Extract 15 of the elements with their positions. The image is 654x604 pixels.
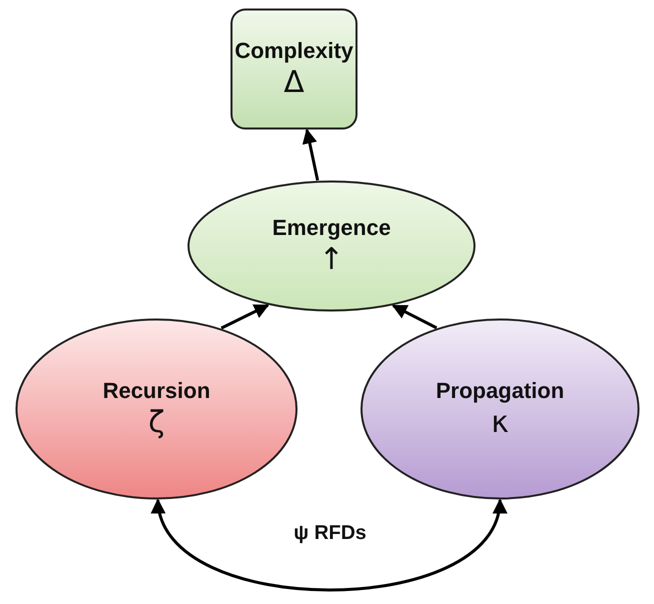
node-title: Emergence (272, 214, 391, 241)
node-title: Complexity (234, 36, 354, 64)
process-box (230, 8, 358, 130)
symbol-text: Δ (284, 64, 304, 102)
arrow (302, 128, 320, 181)
symbol-text: ↑ (318, 241, 344, 278)
process-ellipse (15, 318, 298, 500)
node-title: Propagation (436, 376, 564, 404)
symbol-text: κ (491, 404, 509, 442)
process-ellipse (360, 318, 640, 500)
arrow (220, 304, 270, 330)
arrow (392, 304, 438, 330)
process-ellipse (187, 180, 476, 312)
symbol-text: ζ (148, 404, 165, 442)
node-title: Recursion (102, 376, 210, 404)
